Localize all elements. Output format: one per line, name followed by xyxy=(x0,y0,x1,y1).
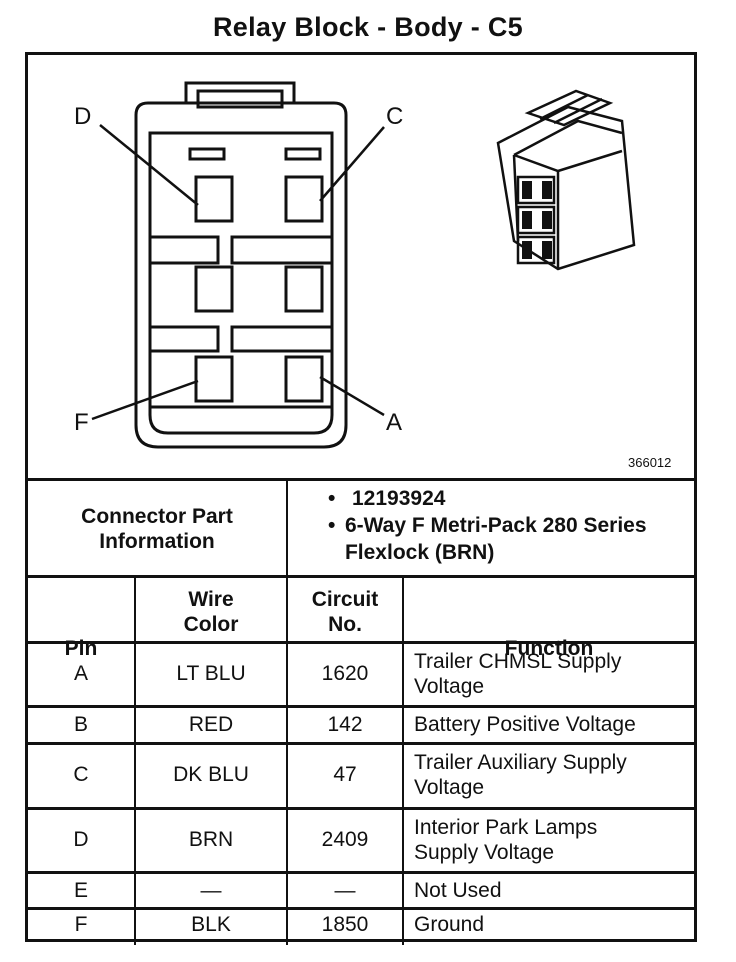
connector-diagram: D C F A 366012 xyxy=(28,55,694,480)
connector-info-list: •12193924 •6-Way F Metri-Pack 280 Series… xyxy=(328,485,668,566)
page-title: Relay Block - Body - C5 xyxy=(213,12,523,42)
divider xyxy=(28,641,694,644)
connector-info-label: Connector Part Information xyxy=(81,504,233,553)
divider xyxy=(28,742,694,745)
divider xyxy=(28,907,694,910)
list-item: •6-Way F Metri-Pack 280 Series Flexlock … xyxy=(328,512,668,566)
part-number: 12193924 xyxy=(352,487,446,510)
pin-label-a: A xyxy=(386,409,403,436)
divider xyxy=(28,478,694,481)
circuit-cell: 1850 xyxy=(321,913,369,937)
pin-cell: D xyxy=(73,828,89,852)
function-cell: Not Used xyxy=(414,879,502,903)
function-cell: Trailer CHMSL Supply Voltage xyxy=(414,649,622,698)
circuit-cell: 1620 xyxy=(321,662,369,686)
column-divider xyxy=(286,577,288,945)
divider xyxy=(28,575,694,578)
wire-color-cell: RED xyxy=(188,713,234,737)
column-divider xyxy=(134,577,136,945)
header-wire-color: Wire Color xyxy=(183,587,239,636)
function-cell: Interior Park Lamps Supply Voltage xyxy=(414,815,598,864)
pin-cell: C xyxy=(73,763,89,787)
divider xyxy=(286,478,288,577)
pin-label-c: C xyxy=(386,103,404,130)
connector-face-drawing xyxy=(91,81,636,449)
divider xyxy=(28,807,694,810)
function-cell: Ground xyxy=(414,913,485,937)
wire-color-cell: DK BLU xyxy=(173,763,249,787)
divider xyxy=(28,705,694,708)
pin-cell: B xyxy=(73,713,88,737)
list-item: •12193924 xyxy=(328,487,446,510)
circuit-cell: — xyxy=(334,879,356,903)
pin-label-f: F xyxy=(74,409,89,436)
column-divider xyxy=(402,577,404,945)
connector-description: 6-Way F Metri-Pack 280 Series Flexlock (… xyxy=(344,514,647,564)
connector-sheet: D C F A 366012 Connector Part Informatio… xyxy=(25,52,697,945)
function-cell: Trailer Auxiliary Supply Voltage xyxy=(414,750,627,799)
pin-cell: F xyxy=(74,913,88,937)
wire-color-cell: — xyxy=(200,879,222,903)
header-circuit-no: Circuit No. xyxy=(311,587,379,636)
circuit-cell: 47 xyxy=(333,763,357,787)
pin-label-d: D xyxy=(74,103,92,130)
pin-cell: E xyxy=(73,879,88,903)
wire-color-cell: BLK xyxy=(191,913,231,937)
figure-number: 366012 xyxy=(628,455,672,470)
wire-color-cell: BRN xyxy=(188,828,234,852)
wire-color-cell: LT BLU xyxy=(176,662,246,686)
circuit-cell: 2409 xyxy=(321,828,369,852)
pin-cell: A xyxy=(73,662,88,686)
function-cell: Battery Positive Voltage xyxy=(414,713,636,737)
divider xyxy=(28,871,694,874)
circuit-cell: 142 xyxy=(327,713,363,737)
